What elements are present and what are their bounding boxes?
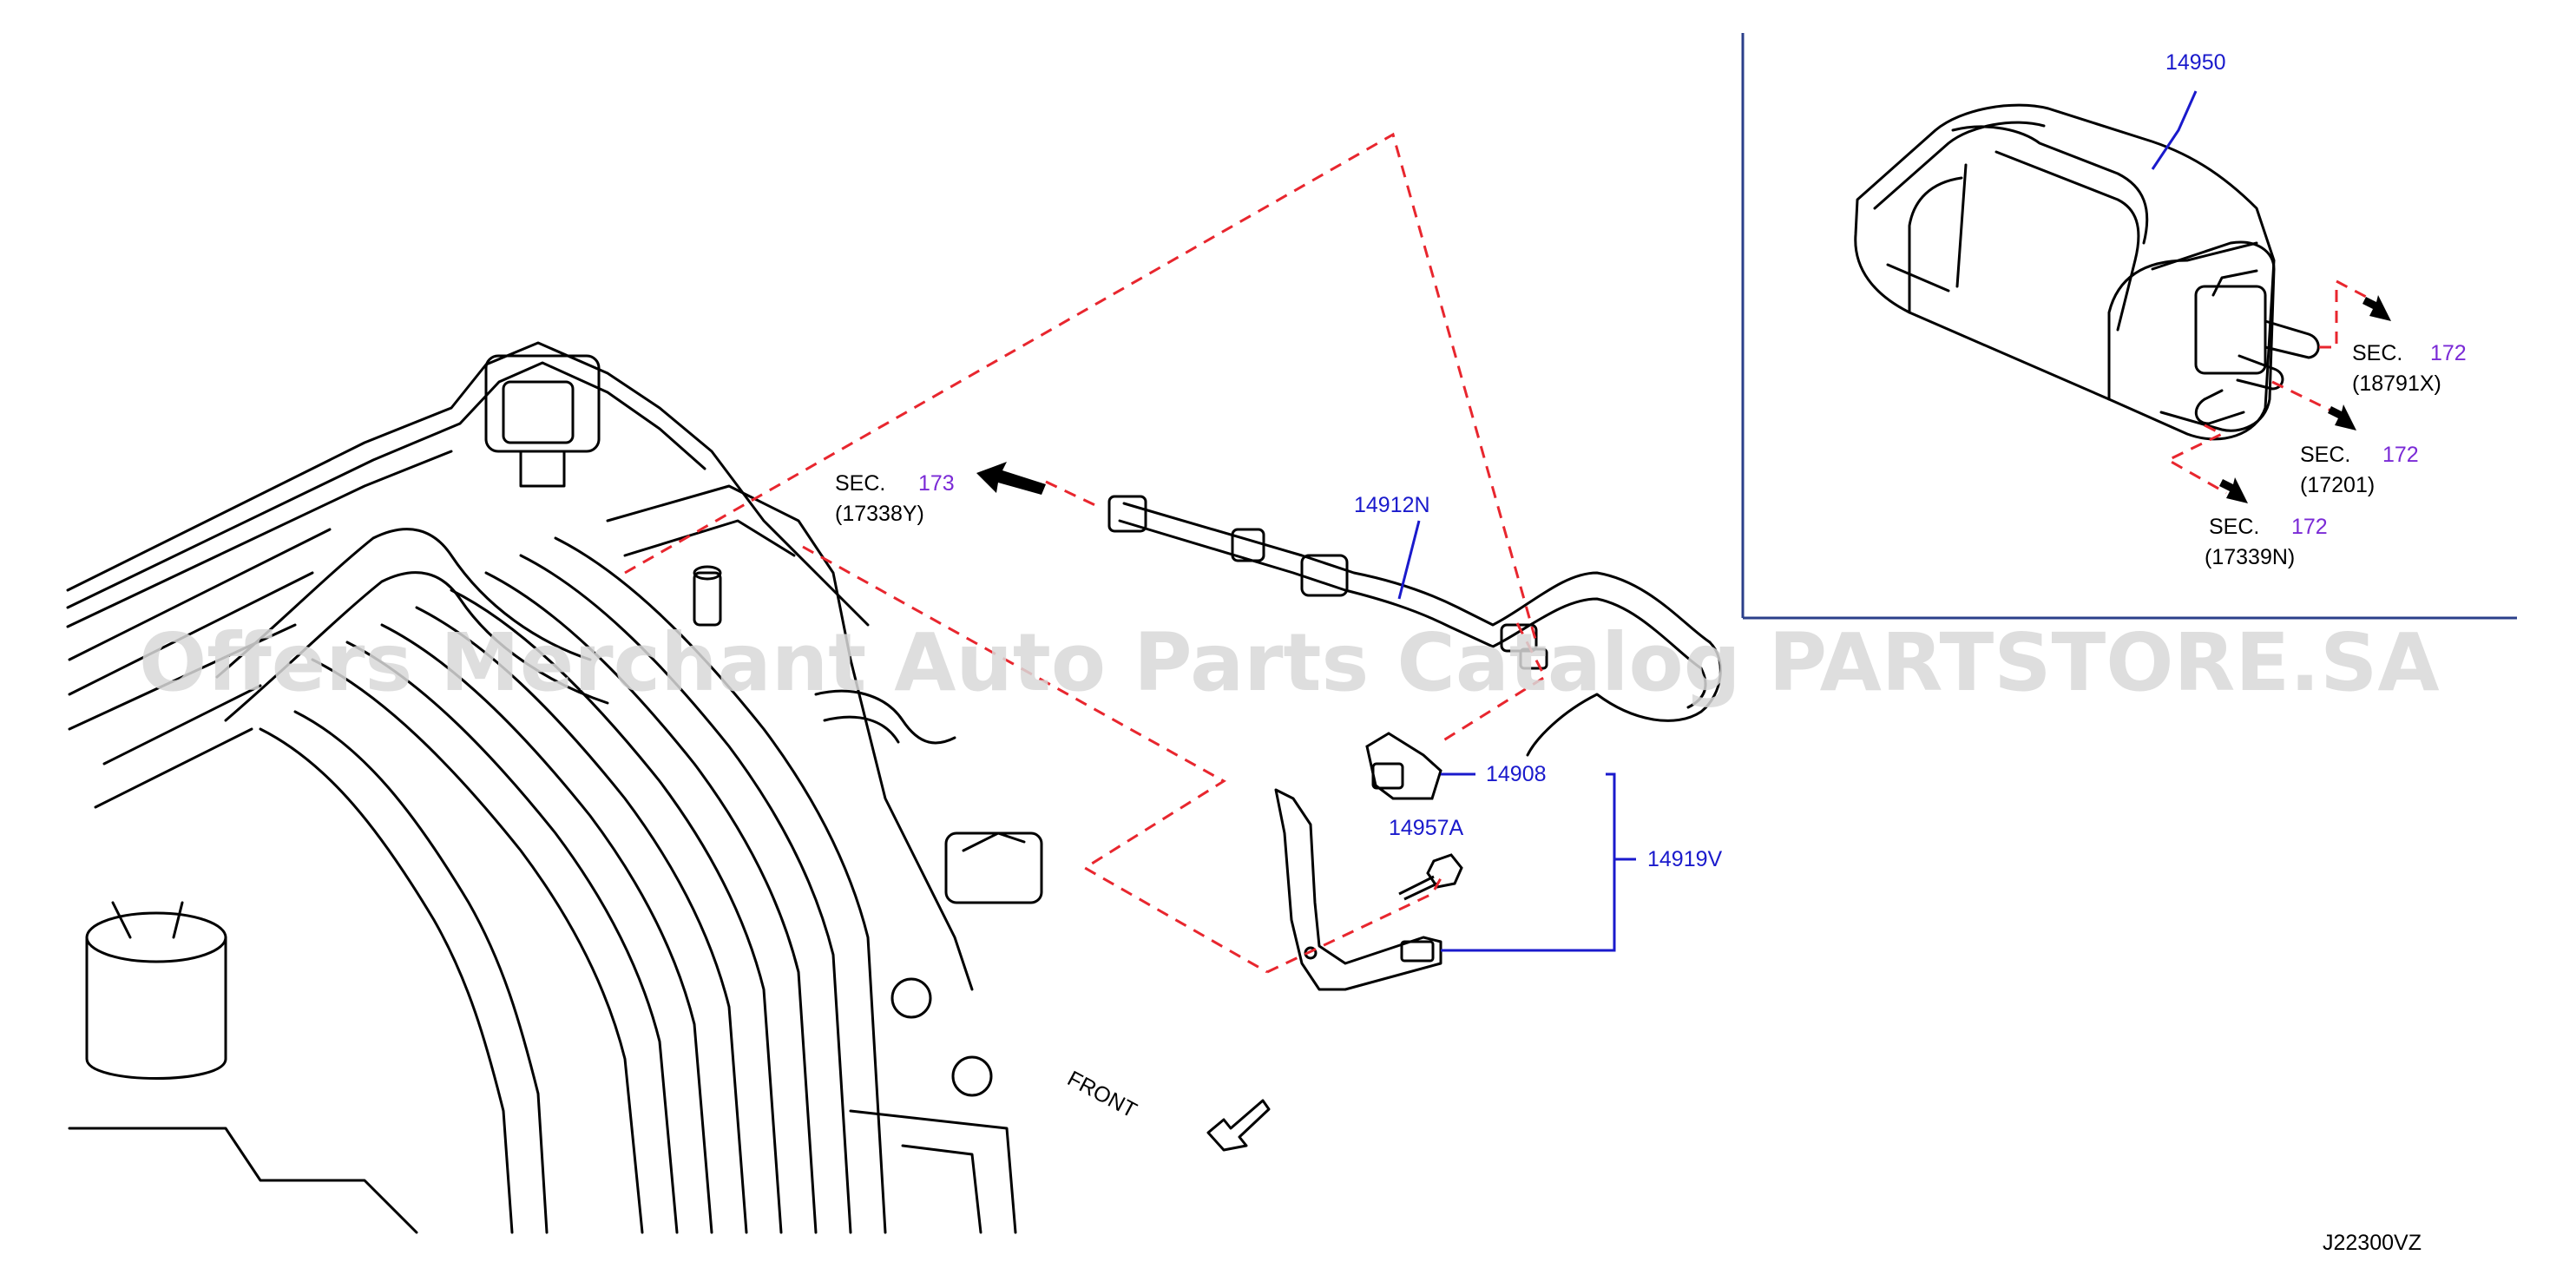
part-label-14912N[interactable]: 14912N [1354,493,1430,517]
part-label-14908[interactable]: 14908 [1486,762,1547,786]
front-label: FRONT [1063,1067,1140,1123]
section-part-ref: (18791X) [2352,371,2441,396]
section-prefix: SEC. [2209,515,2259,539]
canister-14950-illustration [1854,103,2320,441]
section-part-ref: (17339N) [2205,545,2295,569]
bracket-14919V-illustration [1274,788,1442,991]
section-number[interactable]: 172 [2291,515,2328,539]
part-label-14919V[interactable]: 14919V [1647,847,1723,871]
bolt-14957A-illustration [1398,853,1463,901]
reference-lines [624,132,2370,974]
section-part-ref: (17201) [2300,473,2375,497]
section-prefix: SEC. [2352,341,2402,365]
section-ref-172-17201[interactable]: SEC. 172 (17201) [2300,443,2419,497]
diagram-code: J22300VZ [2323,1231,2422,1255]
part-label-14957A[interactable]: 14957A [1389,816,1464,840]
section-part-ref: (17338Y) [835,502,924,526]
section-number[interactable]: 173 [918,471,955,496]
section-number[interactable]: 172 [2430,341,2467,365]
section-prefix: SEC. [2300,443,2350,467]
engine-intake-manifold-illustration [66,341,1043,1234]
arrow-front-outline-icon [1206,1099,1271,1152]
clip-14908-illustration [1365,732,1442,800]
watermark-text: Offers Merchant Auto Parts Catalog PARTS… [139,616,2440,709]
arrow-right-filled-icon [2219,295,2391,503]
canister-frame [1741,33,2517,620]
section-ref-173[interactable]: SEC. 173 (17338Y) [835,471,955,526]
section-ref-172-17339N[interactable]: SEC. 172 (17339N) [2205,515,2328,569]
part-label-14950[interactable]: 14950 [2165,50,2226,75]
part-leader-lines [1397,90,2198,952]
section-ref-172-18791X[interactable]: SEC. 172 (18791X) [2352,341,2467,396]
section-prefix: SEC. [835,471,885,496]
section-number[interactable]: 172 [2382,443,2419,467]
arrow-left-filled-icon [976,462,1046,495]
